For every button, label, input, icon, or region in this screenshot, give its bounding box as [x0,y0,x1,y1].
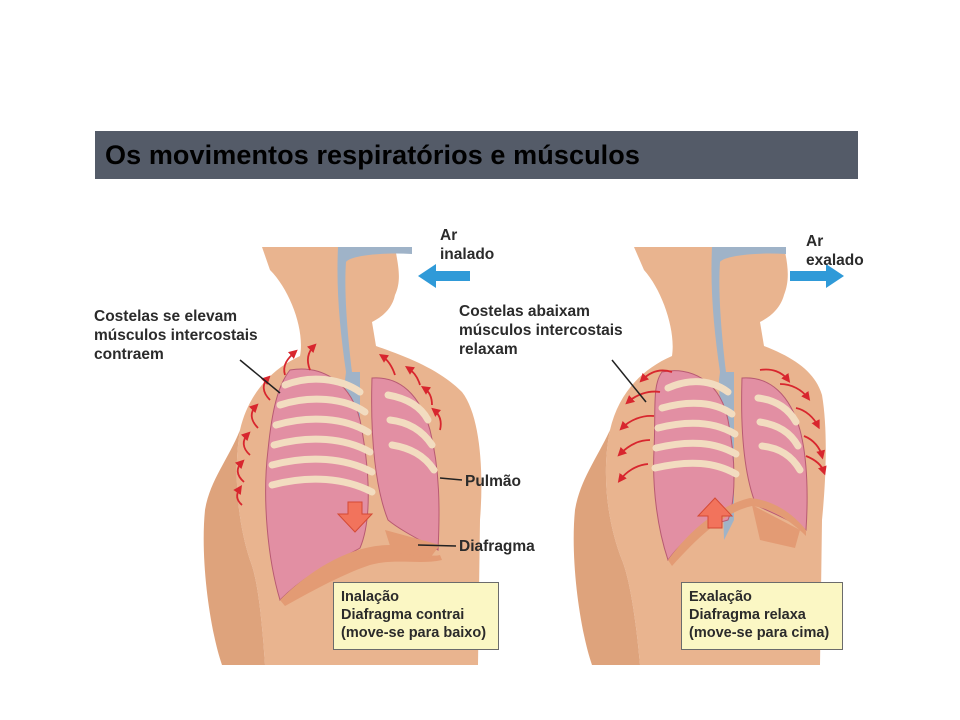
exhalation-rib-arrows [617,368,827,483]
exhalation-airway [711,247,786,372]
exhalation-ribs [651,378,804,478]
slide-title-bar: Os movimentos respiratórios e músculos [95,131,858,179]
inhalation-diaphragm-arrow [336,501,374,533]
inhalation-air-arrow [418,264,470,288]
exhalation-arm [573,430,640,665]
inhalation-figure [203,247,482,665]
lung-label: Pulmão [465,473,521,490]
exhalation-caption-box: Exalação Diafragma relaxa (move-se para … [681,582,843,650]
exhalation-air-arrow [790,264,844,288]
inhalation-diaphragm [280,545,442,606]
inhalation-air-label: Ar inalado [440,227,495,263]
exhalation-figure [573,247,844,665]
exhalation-air-label: Ar exalado [806,233,864,269]
slide-title: Os movimentos respiratórios e músculos [105,139,640,170]
inhalation-caption-box: Inalação Diafragma contrai (move-se para… [333,582,499,650]
inhalation-rib-arrows [233,343,442,506]
inhalation-arm [203,430,265,665]
inhalation-ribs-label: Costelas se elevam músculos intercostais… [94,308,258,363]
exhalation-diaphragm [668,498,806,566]
inhalation-airway [337,247,412,372]
exhalation-diaphragm-arrow [696,497,734,529]
diaphragm-label: Diafragma [459,538,535,555]
exhalation-ribs-label: Costelas abaixam músculos intercostais r… [459,303,623,358]
inhalation-ribs [268,375,438,496]
